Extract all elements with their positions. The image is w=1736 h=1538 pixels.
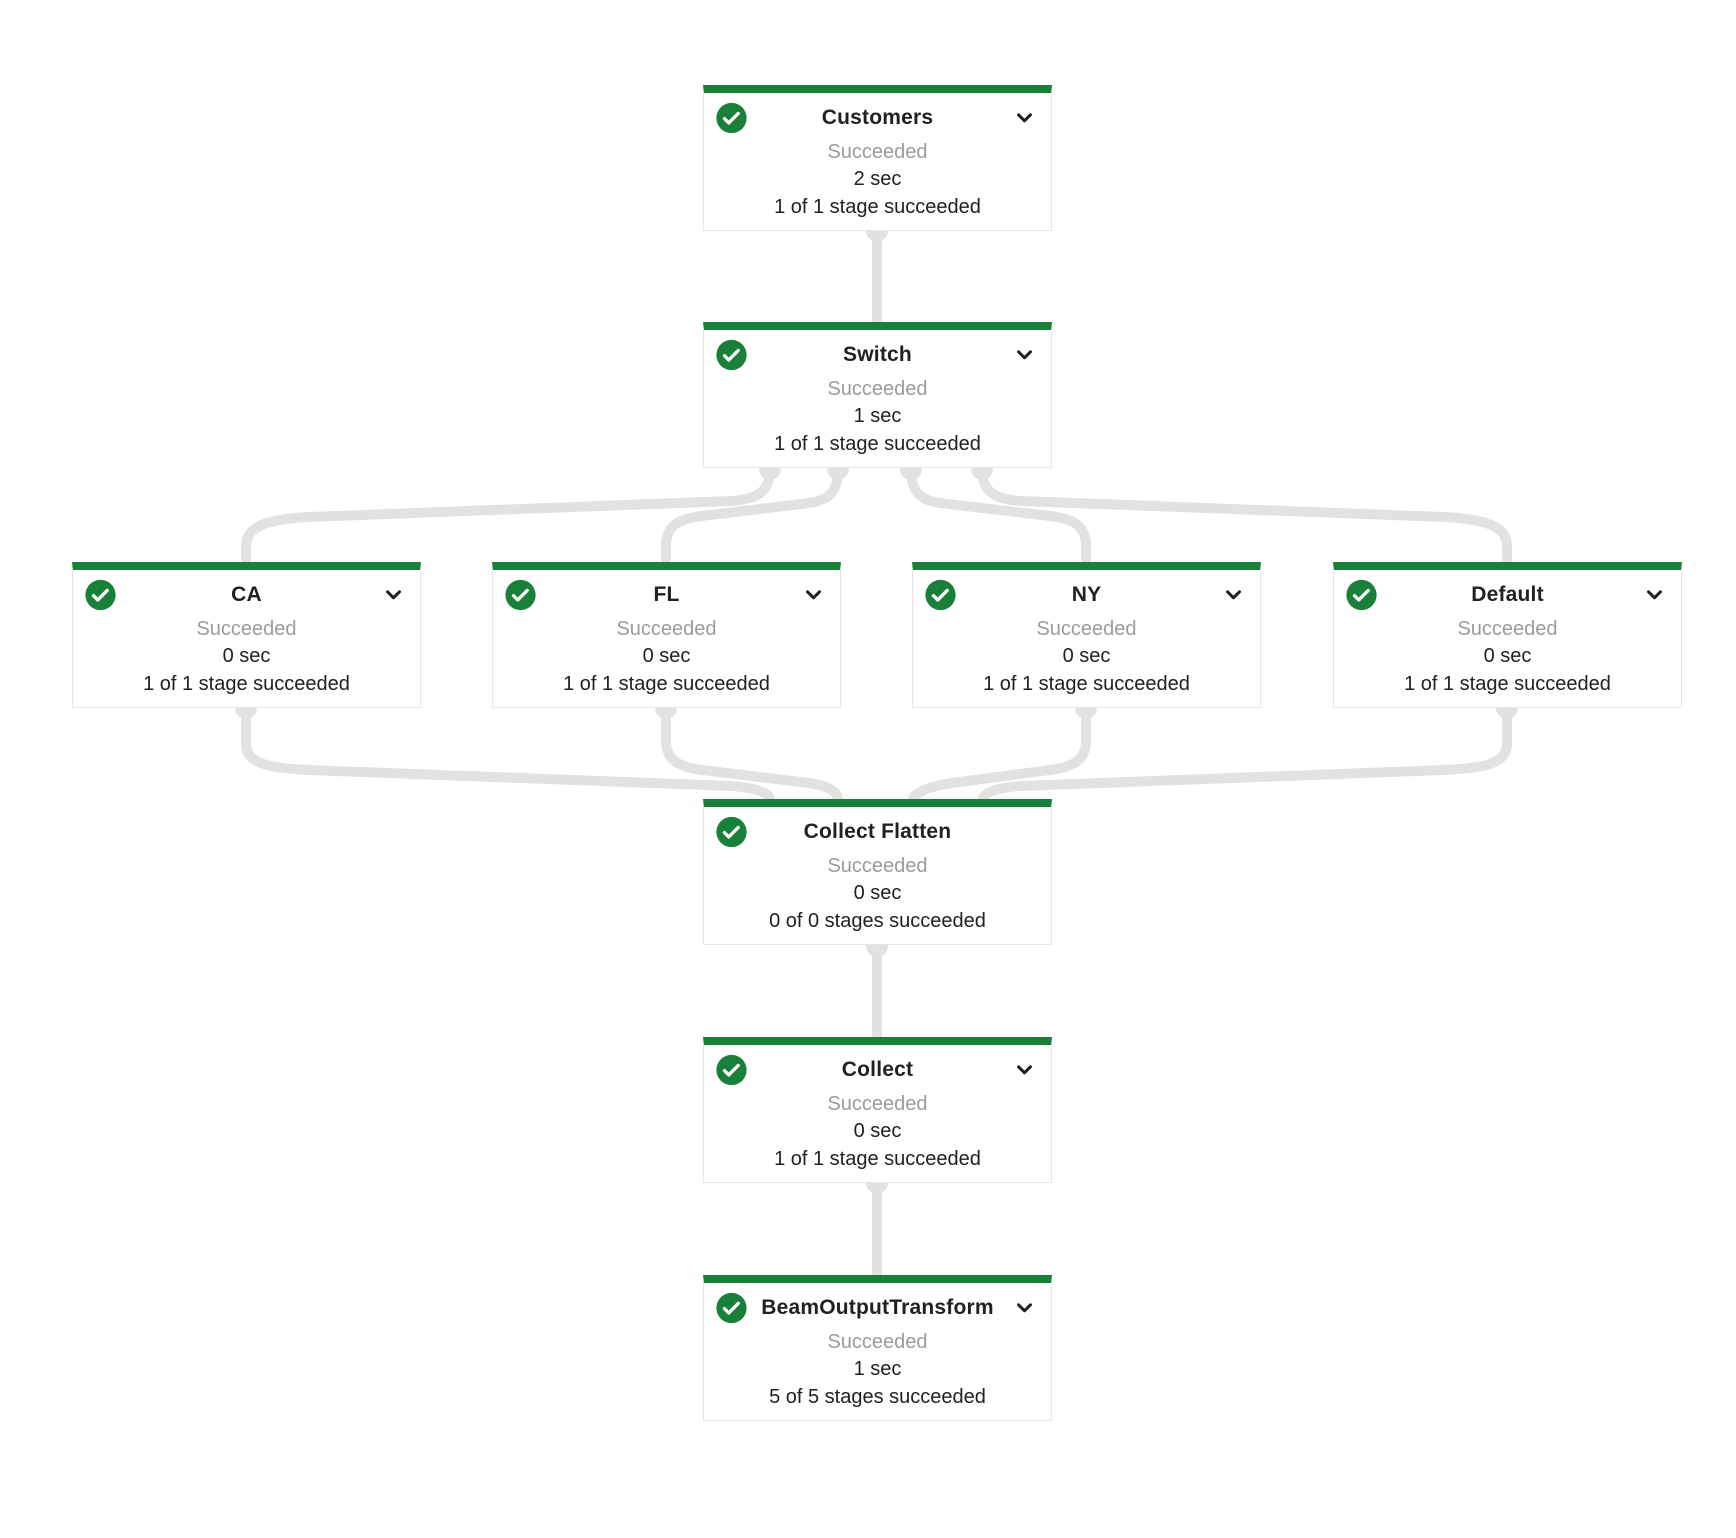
node-title: Default [1471, 583, 1544, 607]
node-duration: 1 sec [853, 1358, 902, 1381]
node-duration: 0 sec [222, 645, 271, 668]
node-collect-flatten[interactable]: Collect Flatten Succeeded 0 sec 0 of 0 s… [703, 799, 1052, 945]
edge-ny-collectflatten [908, 708, 1091, 802]
node-status: Succeeded [827, 140, 928, 163]
node-fl[interactable]: FL Succeeded 0 sec 1 of 1 stage succeede… [492, 562, 841, 708]
chevron-down-icon[interactable] [380, 581, 407, 608]
check-circle-icon [715, 338, 748, 371]
chevron-down-icon[interactable] [1011, 1294, 1038, 1321]
check-circle-icon [924, 578, 957, 611]
node-stages: 1 of 1 stage succeeded [774, 433, 981, 456]
chevron-down-icon[interactable] [1011, 104, 1038, 131]
node-default[interactable]: Default Succeeded 0 sec 1 of 1 stage suc… [1333, 562, 1682, 708]
chevron-down-icon[interactable] [1011, 1056, 1038, 1083]
node-title-row: CA [73, 579, 420, 611]
node-status: Succeeded [616, 617, 717, 640]
edge-ca-collectflatten [241, 708, 775, 802]
node-switch[interactable]: Switch Succeeded 1 sec 1 of 1 stage succ… [703, 322, 1052, 468]
node-stages: 1 of 1 stage succeeded [983, 673, 1190, 696]
node-duration: 0 sec [853, 882, 902, 905]
node-duration: 2 sec [853, 168, 902, 191]
node-stages: 1 of 1 stage succeeded [774, 196, 981, 219]
edge-switch-ca [241, 468, 775, 563]
node-title-row: Collect Flatten [704, 816, 1051, 848]
node-duration: 0 sec [642, 645, 691, 668]
check-circle-icon [84, 578, 117, 611]
node-stages: 1 of 1 stage succeeded [774, 1148, 981, 1171]
check-circle-icon [715, 1053, 748, 1086]
node-status: Succeeded [1457, 617, 1558, 640]
edge-switch-default [977, 468, 1512, 563]
check-circle-icon [715, 815, 748, 848]
node-collect[interactable]: Collect Succeeded 0 sec 1 of 1 stage suc… [703, 1037, 1052, 1183]
chevron-down-icon[interactable] [1220, 581, 1247, 608]
node-duration: 0 sec [853, 1120, 902, 1143]
node-status: Succeeded [196, 617, 297, 640]
chevron-down-icon[interactable] [800, 581, 827, 608]
check-circle-icon [1345, 578, 1378, 611]
chevron-down-icon[interactable] [1641, 581, 1668, 608]
node-title-row: BeamOutputTransform [704, 1292, 1051, 1324]
edge-switch-ny [906, 468, 1091, 563]
node-ny[interactable]: NY Succeeded 0 sec 1 of 1 stage succeede… [912, 562, 1261, 708]
check-circle-icon [504, 578, 537, 611]
node-title-row: Default [1334, 579, 1681, 611]
node-title-row: Customers [704, 102, 1051, 134]
node-status: Succeeded [1036, 617, 1137, 640]
node-stages: 1 of 1 stage succeeded [563, 673, 770, 696]
node-duration: 0 sec [1483, 645, 1532, 668]
node-title: Switch [843, 343, 912, 367]
node-title: BeamOutputTransform [761, 1296, 994, 1320]
node-title: CA [231, 583, 262, 607]
node-duration: 1 sec [853, 405, 902, 428]
node-status: Succeeded [827, 1330, 928, 1353]
node-stages: 1 of 1 stage succeeded [143, 673, 350, 696]
check-circle-icon [715, 101, 748, 134]
node-beam-output-transform[interactable]: BeamOutputTransform Succeeded 1 sec 5 of… [703, 1275, 1052, 1421]
node-title-row: NY [913, 579, 1260, 611]
node-duration: 0 sec [1062, 645, 1111, 668]
node-stages: 5 of 5 stages succeeded [769, 1386, 986, 1409]
chevron-down-icon[interactable] [1011, 341, 1038, 368]
edge-default-collectflatten [978, 708, 1512, 802]
check-circle-icon [715, 1291, 748, 1324]
node-customers[interactable]: Customers Succeeded 2 sec 1 of 1 stage s… [703, 85, 1052, 231]
node-title-row: Switch [704, 339, 1051, 371]
node-stages: 0 of 0 stages succeeded [769, 910, 986, 933]
node-title-row: Collect [704, 1054, 1051, 1086]
node-title-row: FL [493, 579, 840, 611]
node-stages: 1 of 1 stage succeeded [1404, 673, 1611, 696]
node-title: Collect [841, 1058, 914, 1082]
node-status: Succeeded [827, 1092, 928, 1115]
node-title: NY [1071, 583, 1102, 607]
edge-fl-collectflatten [661, 708, 843, 801]
node-ca[interactable]: CA Succeeded 0 sec 1 of 1 stage succeede… [72, 562, 421, 708]
node-status: Succeeded [827, 854, 928, 877]
edge-switch-fl [661, 468, 843, 563]
node-title: FL [653, 583, 680, 607]
node-title: Collect Flatten [803, 820, 952, 844]
node-title: Customers [821, 106, 934, 130]
node-status: Succeeded [827, 377, 928, 400]
